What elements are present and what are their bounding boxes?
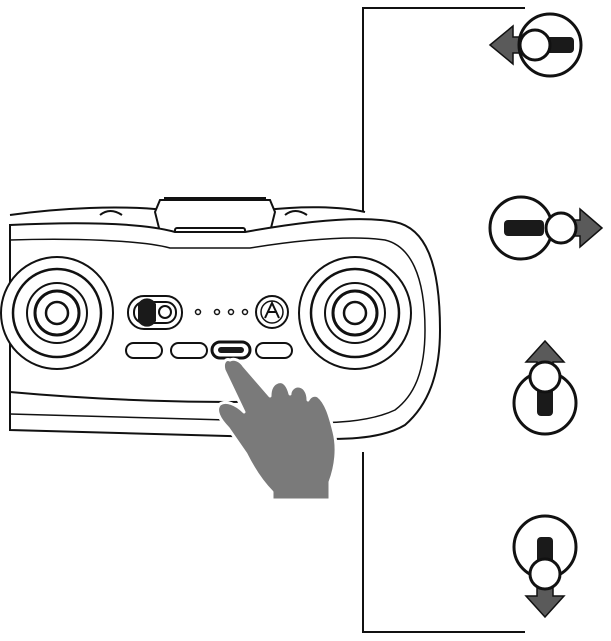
left-stick[interactable] <box>0 256 114 370</box>
right-stick[interactable] <box>298 256 412 370</box>
pointing-hand-icon <box>216 357 338 502</box>
stick-move-down <box>512 514 578 619</box>
right-shoulder-button <box>284 210 308 216</box>
remote-controller <box>0 197 442 440</box>
button-4[interactable] <box>255 342 293 359</box>
controller-bevel <box>9 237 426 424</box>
stick-move-up <box>512 339 578 436</box>
mode-switch[interactable] <box>127 295 183 330</box>
button-2[interactable] <box>170 342 208 359</box>
button-1[interactable] <box>125 342 163 359</box>
callout-bracket-top <box>362 7 525 212</box>
home-icon <box>264 300 280 319</box>
stick-move-right <box>488 195 604 261</box>
arrow-down-icon <box>524 587 566 619</box>
callout-bracket-bottom <box>362 452 525 633</box>
left-shoulder-button <box>99 210 123 216</box>
battery-led-indicators <box>194 308 249 316</box>
function-button[interactable] <box>210 340 252 360</box>
stick-move-left <box>488 12 583 78</box>
return-home-button[interactable] <box>255 295 289 329</box>
